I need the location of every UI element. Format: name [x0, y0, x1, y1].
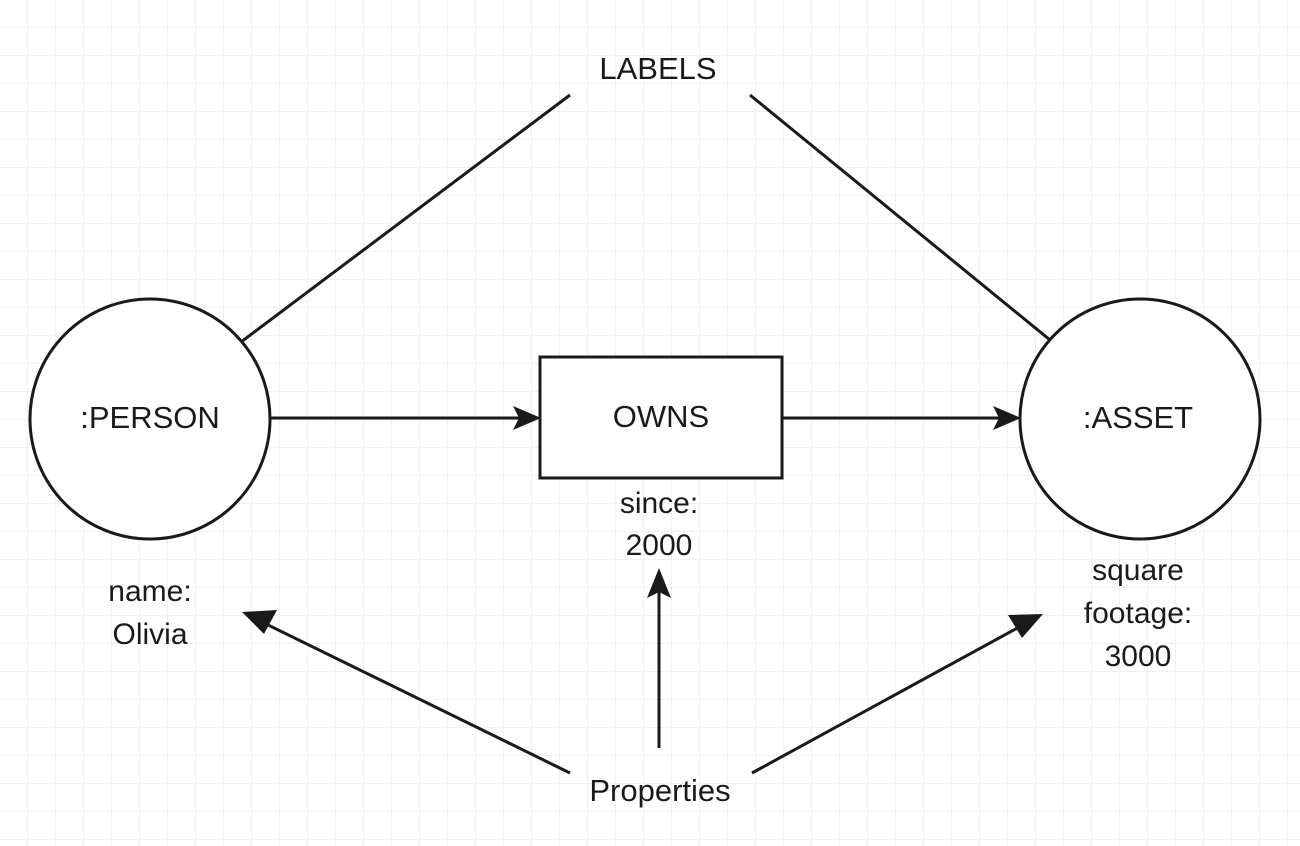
edge-properties-to-asset-props: [751, 614, 1043, 775]
owns-property-line-1: since:: [620, 487, 698, 520]
person-properties-text: name: Olivia: [108, 575, 191, 651]
person-property-line-1: name:: [108, 575, 191, 608]
asset-node-circle[interactable]: [1018, 297, 1262, 541]
person-to-owns-arrowhead: [513, 406, 541, 430]
owns-relationship-label: OWNS: [613, 399, 709, 434]
properties-to-since-arrowhead: [647, 568, 671, 598]
node-asset[interactable]: :ASSET: [1018, 297, 1262, 541]
person-node-circle[interactable]: [28, 297, 272, 541]
relationship-owns[interactable]: OWNS: [538, 355, 784, 480]
properties-to-name-arrowhead: [242, 610, 277, 634]
properties-to-footage-arrowhead: [1008, 614, 1043, 638]
edge-properties-to-person-props: [242, 610, 571, 775]
owns-property-line-2: 2000: [626, 529, 693, 562]
properties-to-name-line: [263, 621, 571, 775]
asset-properties-text: square footage: 3000: [1084, 554, 1192, 673]
node-person[interactable]: :PERSON: [28, 297, 272, 541]
edge-person-to-owns[interactable]: [271, 406, 541, 430]
asset-node-label: :ASSET: [1083, 400, 1193, 435]
person-property-line-2: Olivia: [112, 618, 187, 651]
edge-owns-to-asset[interactable]: [782, 406, 1021, 430]
labels-to-asset-line: [749, 93, 1089, 373]
labels-to-person-line: [204, 93, 571, 371]
owns-to-asset-arrowhead: [993, 406, 1021, 430]
owns-properties-text: since: 2000: [620, 487, 698, 562]
edge-properties-to-owns-props: [647, 568, 671, 748]
person-node-label: :PERSON: [80, 400, 220, 435]
properties-annotation-text: Properties: [589, 773, 730, 808]
asset-property-line-3: 3000: [1105, 640, 1172, 673]
asset-property-line-1: square: [1092, 554, 1184, 587]
properties-to-footage-line: [751, 624, 1022, 775]
labels-annotation-text: LABELS: [599, 51, 716, 86]
asset-property-line-2: footage:: [1084, 597, 1192, 630]
